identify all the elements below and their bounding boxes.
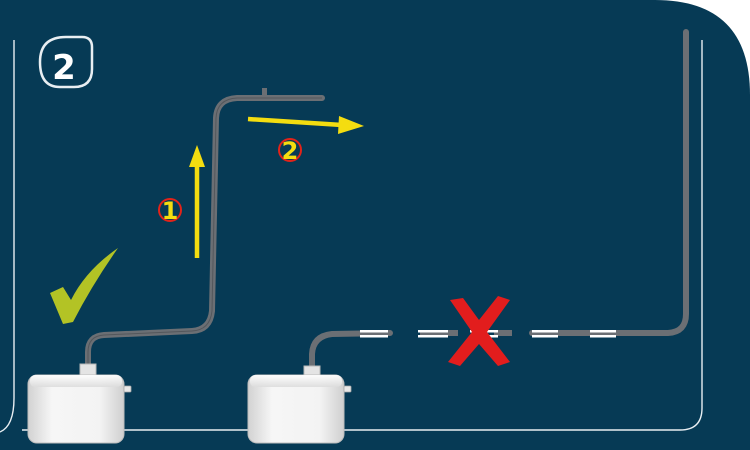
step-number: 2	[52, 48, 76, 88]
annotation-label-1: 1	[158, 197, 182, 225]
cross-icon	[448, 296, 510, 366]
pipe-incorrect-start	[309, 330, 393, 373]
annotation-number-2: 2	[282, 137, 299, 165]
pump-incorrect-port	[343, 385, 352, 393]
arrow-right	[247, 116, 364, 134]
pump-correct: 1 2	[27, 88, 364, 444]
panel-frame	[0, 40, 703, 433]
checkmark-icon	[50, 248, 118, 324]
pipe-top-stub	[262, 88, 267, 97]
annotation-label-2: 2	[278, 137, 302, 165]
annotation-number-1: 1	[162, 197, 179, 225]
pipe-correct-outline	[87, 97, 322, 368]
pump-incorrect-lid	[250, 375, 342, 387]
pump-correct-lid	[30, 375, 122, 387]
frame-right-line	[22, 40, 703, 431]
arrow-up	[189, 145, 205, 258]
pipe-incorrect-end	[529, 29, 689, 336]
step-badge-outline	[38, 35, 94, 89]
frame-left-line	[0, 40, 15, 433]
pump-correct-port	[123, 385, 132, 393]
step-badge: 2	[38, 35, 94, 89]
pump-incorrect	[247, 29, 689, 444]
